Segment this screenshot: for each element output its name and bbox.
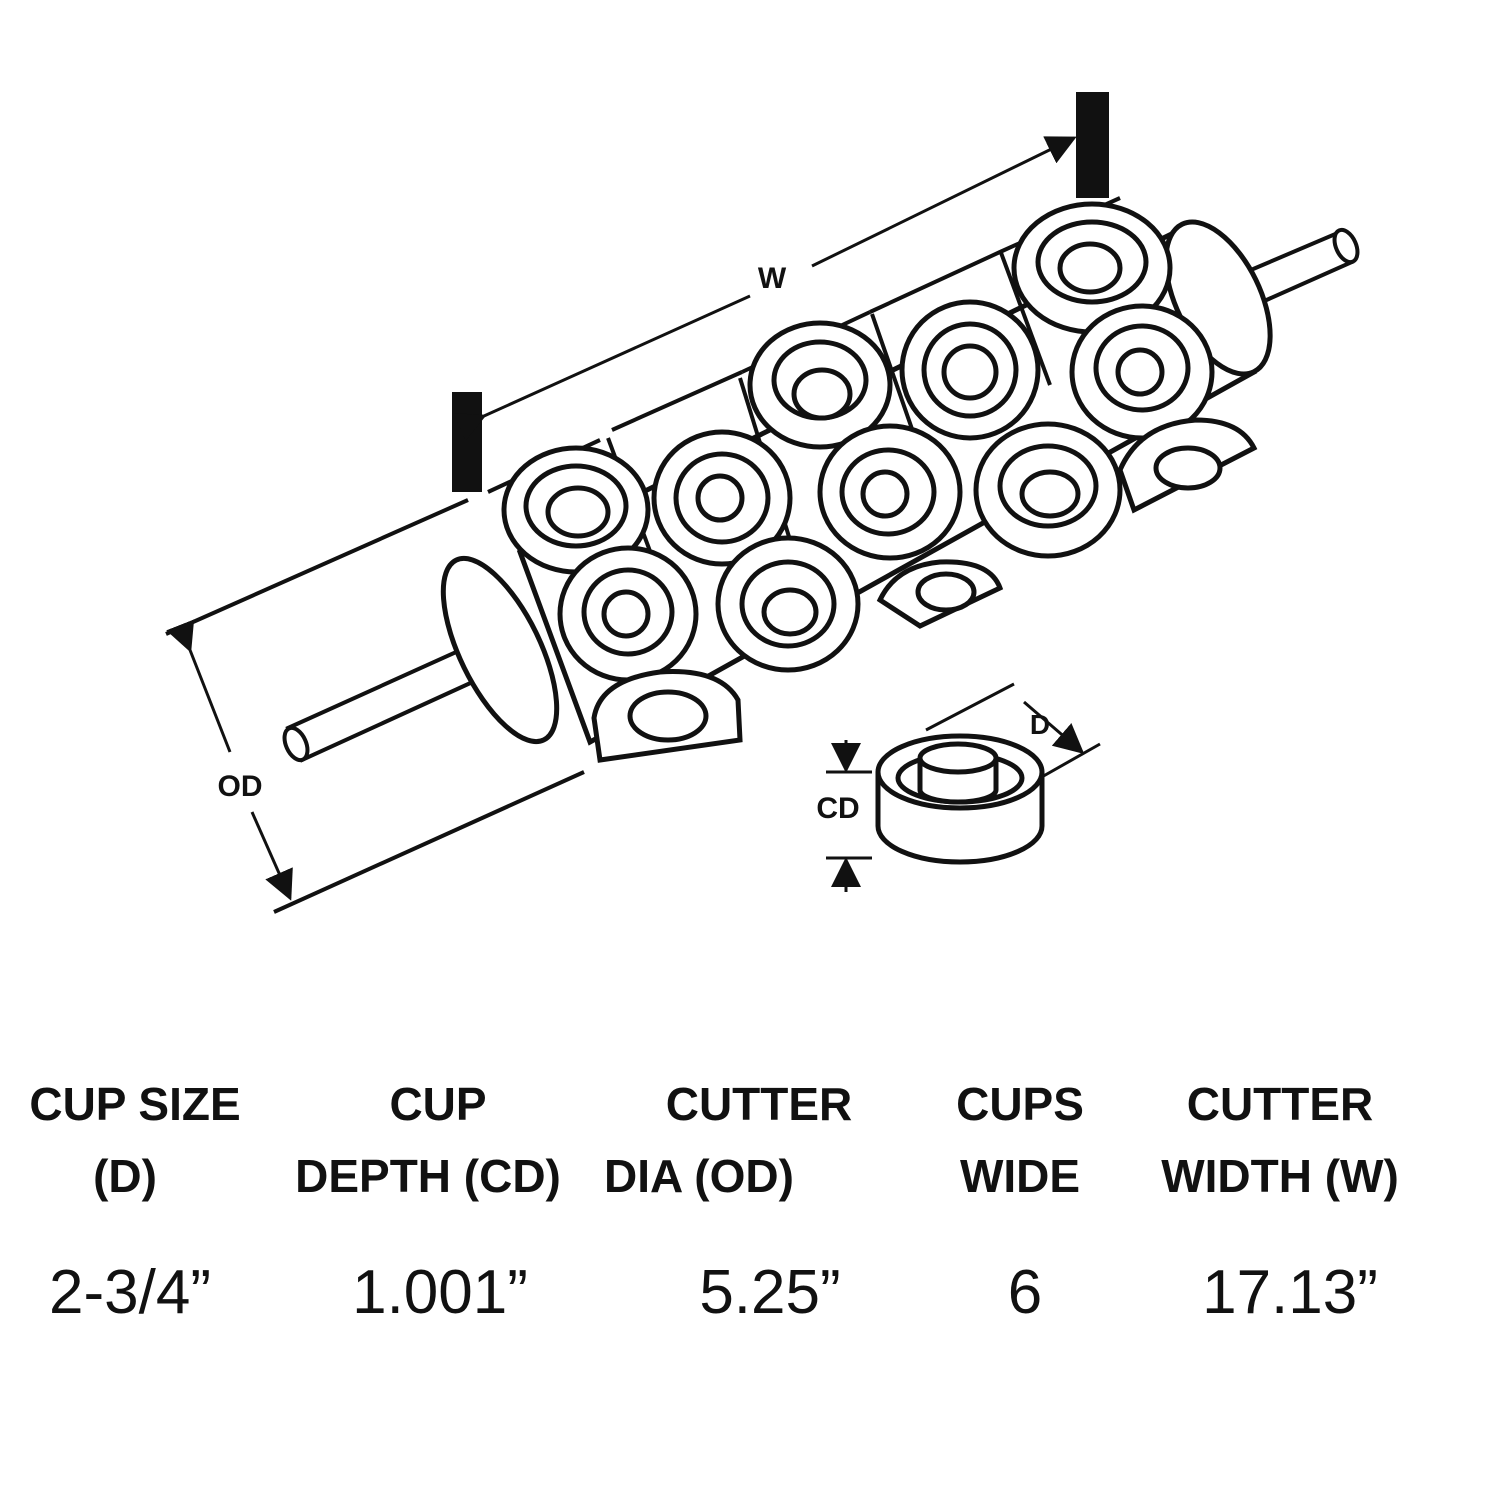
cutter-diagram: W OD D CD: [165, 92, 1360, 914]
cup-size-dimension: D: [925, 682, 1101, 780]
cup-partial-2: [876, 559, 1004, 629]
header-cup-size: CUP SIZE (D): [10, 1068, 260, 1212]
cup-size-label: D: [1030, 709, 1050, 740]
header-cup-size-line1: CUP SIZE: [29, 1078, 241, 1130]
cup-mid-6: [973, 421, 1123, 559]
od-dimension: OD: [165, 498, 585, 914]
cup-depth-dimension: CD: [816, 740, 872, 892]
header-cutter-width: CUTTER WIDTH (W): [1140, 1068, 1420, 1212]
detail-cup: [875, 733, 1045, 865]
value-cutter-dia: 5.25”: [699, 1258, 841, 1327]
header-cup-depth-line2: DEPTH (CD): [295, 1150, 561, 1202]
header-cutter-dia-line1: CUTTER: [665, 1078, 853, 1130]
width-label: W: [758, 262, 787, 295]
cup-depth-label: CD: [816, 792, 859, 825]
header-cups-wide: CUPS WIDE: [930, 1068, 1110, 1212]
cup-top-2: [747, 320, 893, 450]
width-dimension: W: [452, 92, 1109, 492]
header-cutter-dia: CUTTER DIA (OD): [604, 1068, 864, 1212]
header-cups-wide-line1: CUPS: [956, 1078, 1084, 1130]
header-cutter-dia-line2: DIA (OD): [604, 1150, 794, 1202]
cup-low-1: [557, 545, 699, 683]
cup-array: [501, 201, 1258, 763]
value-cups-wide: 6: [1007, 1258, 1043, 1327]
header-cup-size-line2: (D): [93, 1150, 157, 1202]
cup-mid-3: [501, 445, 651, 575]
cup-mid-4: [651, 429, 793, 567]
header-cup-depth: CUP DEPTH (CD): [278, 1068, 578, 1212]
cup-mid-5: [817, 423, 963, 561]
header-cutter-width-line1: CUTTER: [1186, 1078, 1374, 1130]
cup-mid-1: [899, 299, 1041, 441]
od-label: OD: [218, 770, 263, 803]
value-cutter-width: 17.13”: [1202, 1258, 1378, 1327]
left-shaft: [282, 631, 515, 763]
header-cup-depth-line1: CUP: [389, 1078, 487, 1130]
cup-low-2: [715, 535, 861, 673]
cup-partial-1: [591, 669, 743, 763]
cup-mid-2: [1069, 303, 1215, 441]
header-cutter-width-line2: WIDTH (W): [1161, 1150, 1399, 1202]
cup-top-1: [1011, 201, 1173, 335]
header-cups-wide-line2: WIDE: [959, 1150, 1081, 1202]
value-cup-size: 2-3/4”: [49, 1258, 211, 1327]
value-cup-depth: 1.001”: [352, 1258, 528, 1327]
cup-partial-3: [1117, 417, 1258, 514]
